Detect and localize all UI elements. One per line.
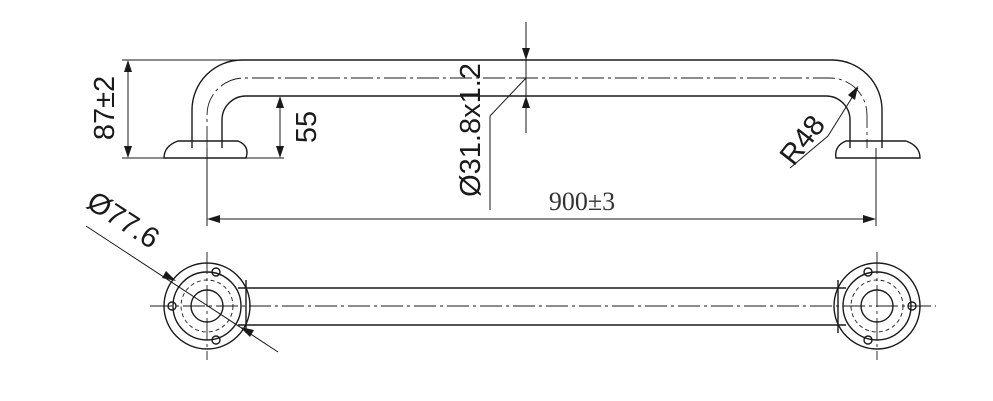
- bar-outline-inner: [221, 95, 851, 148]
- length-label: 900±3: [549, 187, 615, 216]
- height-overall-dimension: 87±2: [89, 59, 242, 159]
- flange-diameter-label: Ø77.6: [81, 186, 165, 256]
- right-flange: [835, 140, 921, 159]
- side-view: [163, 59, 921, 159]
- bar-centerline: [206, 77, 868, 148]
- right-flange-plan: [833, 252, 921, 360]
- radius-label: R48: [774, 110, 832, 172]
- length-dimension: 900±3: [206, 148, 877, 226]
- left-flange: [163, 140, 248, 159]
- tube-label: Ø31.8x1.2: [455, 63, 487, 197]
- bar-outline-outer: [191, 59, 883, 148]
- plan-view: Ø77.6: [81, 186, 936, 360]
- height-inner-dimension: 55: [246, 95, 323, 159]
- height-inner-label: 55: [291, 111, 323, 143]
- tube-dimension: Ø31.8x1.2: [455, 22, 530, 210]
- height-overall-label: 87±2: [89, 76, 121, 140]
